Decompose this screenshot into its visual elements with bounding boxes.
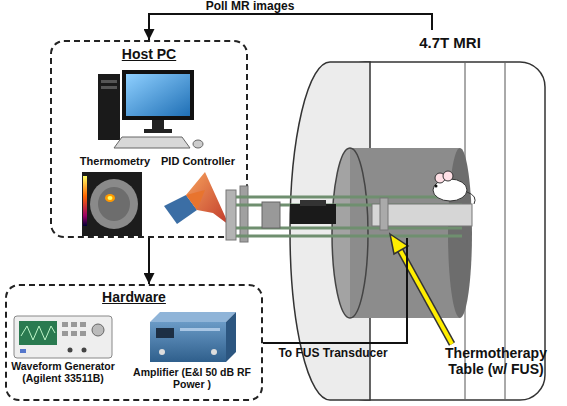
group-box: Host PC (50, 40, 248, 238)
thermometry-image (82, 172, 142, 236)
component-label: Waveform Generator (Agilent 33511B) (2, 360, 124, 384)
component-label: Amplifier (E&I 50 dB RF Power ) (128, 366, 256, 390)
edge-label: Poll MR images (190, 0, 310, 14)
mri-outline (288, 30, 550, 402)
callout-arrow (390, 234, 452, 344)
computer-icon (98, 70, 203, 148)
group-box: Hardware (5, 284, 263, 401)
amplifier-image (150, 312, 236, 362)
component-label: Thermometry (70, 155, 160, 168)
connector-line (148, 238, 150, 284)
node-title: Hardware (7, 289, 261, 305)
matlab-logo (164, 172, 229, 225)
thermotherapy-table (226, 186, 472, 242)
connector-line (149, 14, 432, 40)
node-title: 4.7T MRI (400, 34, 500, 51)
waveform-generator-image (14, 316, 112, 358)
connector-line (263, 238, 407, 343)
mouse-illustration (433, 171, 475, 204)
node-title: Host PC (52, 46, 246, 62)
component-label: PID Controller (152, 155, 244, 168)
mri-scanner: 4.7T MRI (288, 30, 550, 402)
